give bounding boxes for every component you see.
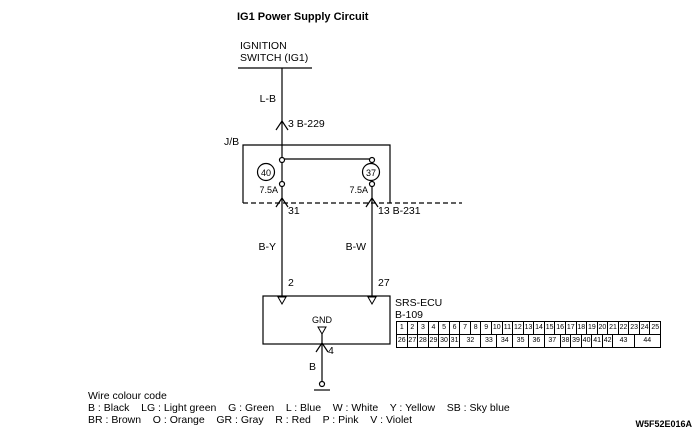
connector-label-b229: 3 B-229 [288, 118, 325, 130]
pin-cell: 42 [602, 335, 614, 348]
pin-cell: 20 [597, 322, 609, 335]
pin-cell: 23 [629, 322, 640, 335]
connector-arrow-icon [275, 119, 289, 131]
pin-cell: 40 [581, 335, 593, 348]
wire-label-b: B [308, 361, 316, 373]
wire-label-lb: L-B [259, 93, 276, 105]
pin-cell: 37 [544, 335, 561, 348]
gnd-label: GND [312, 315, 332, 325]
pin-cell: 11 [502, 322, 514, 335]
ignition-switch-label-line2: SWITCH (IG1) [240, 52, 309, 64]
fuse-terminals [278, 156, 376, 188]
pin-cell: 17 [565, 322, 577, 335]
pin-cell: 39 [571, 335, 582, 348]
pin-cell: 26 [397, 335, 408, 348]
pin-cell: 6 [449, 322, 461, 335]
legend-line-1: B : Black LG : Light green G : Green L :… [88, 402, 510, 414]
pin-cell: 15 [544, 322, 556, 335]
junction-block-label: J/B [224, 136, 240, 148]
legend-title: Wire colour code [88, 390, 167, 402]
pin-cell: 2 [407, 322, 419, 335]
pin-cell: 7 [460, 322, 471, 335]
pin-cell: 21 [608, 322, 619, 335]
pin-cell: 12 [513, 322, 524, 335]
pin-cell: 16 [555, 322, 566, 335]
pin-cell: 14 [534, 322, 545, 335]
ignition-switch-label-line1: IGNITION [240, 40, 287, 52]
pin-cell: 44 [634, 335, 661, 348]
pin-label-31: 31 [288, 205, 300, 217]
pin-cell: 10 [492, 322, 503, 335]
ground-icon [314, 380, 330, 391]
pin-cell: 28 [418, 335, 429, 348]
pin-label-4: 4 [328, 345, 334, 357]
pin-cell: 24 [639, 322, 651, 335]
pin-cell: 22 [618, 322, 630, 335]
connector-label-b231: 13 B-231 [378, 205, 421, 217]
fuse-37-number: 37 [365, 168, 376, 178]
pin-label-27: 27 [378, 277, 390, 289]
connector-arrow-icon [365, 196, 379, 208]
gnd-triangle-icon [317, 326, 327, 336]
pin-cell: 4 [428, 322, 440, 335]
fuse-37-symbol [361, 162, 381, 182]
terminal-triangle-icon [277, 296, 287, 306]
pin-cell: 33 [481, 335, 498, 348]
legend-line-2: BR : Brown O : Orange GR : Gray R : Red … [88, 414, 413, 426]
pin-cell: 19 [587, 322, 598, 335]
pin-cell: 5 [439, 322, 450, 335]
fuse-40-symbol [256, 162, 276, 182]
fuse-37-rating: 7.5A [349, 185, 368, 195]
pin-label-2: 2 [288, 277, 294, 289]
pin-cell: 25 [650, 322, 661, 335]
wire-label-bw: B-W [345, 241, 366, 253]
wire-label-by: B-Y [258, 241, 276, 253]
doc-code: W5F52E016A [635, 419, 692, 429]
connector-arrow-icon [315, 341, 329, 353]
pin-cell: 8 [470, 322, 482, 335]
pin-cell: 34 [497, 335, 514, 348]
pin-cell: 27 [407, 335, 419, 348]
junction-block-box [242, 144, 391, 203]
pin-cell: 13 [523, 322, 535, 335]
pin-cell: 36 [529, 335, 545, 348]
ecu-name-label: SRS-ECU [395, 297, 443, 309]
fuse-40-rating: 7.5A [259, 185, 278, 195]
pin-cell: 1 [397, 322, 408, 335]
pin-cell: 35 [513, 335, 529, 348]
circuit-lines [238, 67, 462, 391]
pin-cell: 31 [449, 335, 461, 348]
srs-ecu-box [262, 295, 391, 345]
pin-cell: 43 [613, 335, 635, 348]
pin-cell: 3 [418, 322, 429, 335]
pin-cell: 9 [481, 322, 493, 335]
pin-cell: 30 [439, 335, 450, 348]
ecu-connector-label: B-109 [395, 309, 424, 321]
pin-cell: 41 [592, 335, 603, 348]
diagram-title: IG1 Power Supply Circuit [237, 11, 369, 23]
pin-cell: 18 [576, 322, 588, 335]
pin-cell: 38 [560, 335, 572, 348]
terminal-triangle-icon [367, 296, 377, 306]
connector-arrow-icon [275, 196, 289, 208]
fuse-40-number: 40 [260, 168, 271, 178]
pin-cell: 32 [460, 335, 482, 348]
pin-cell: 29 [428, 335, 440, 348]
